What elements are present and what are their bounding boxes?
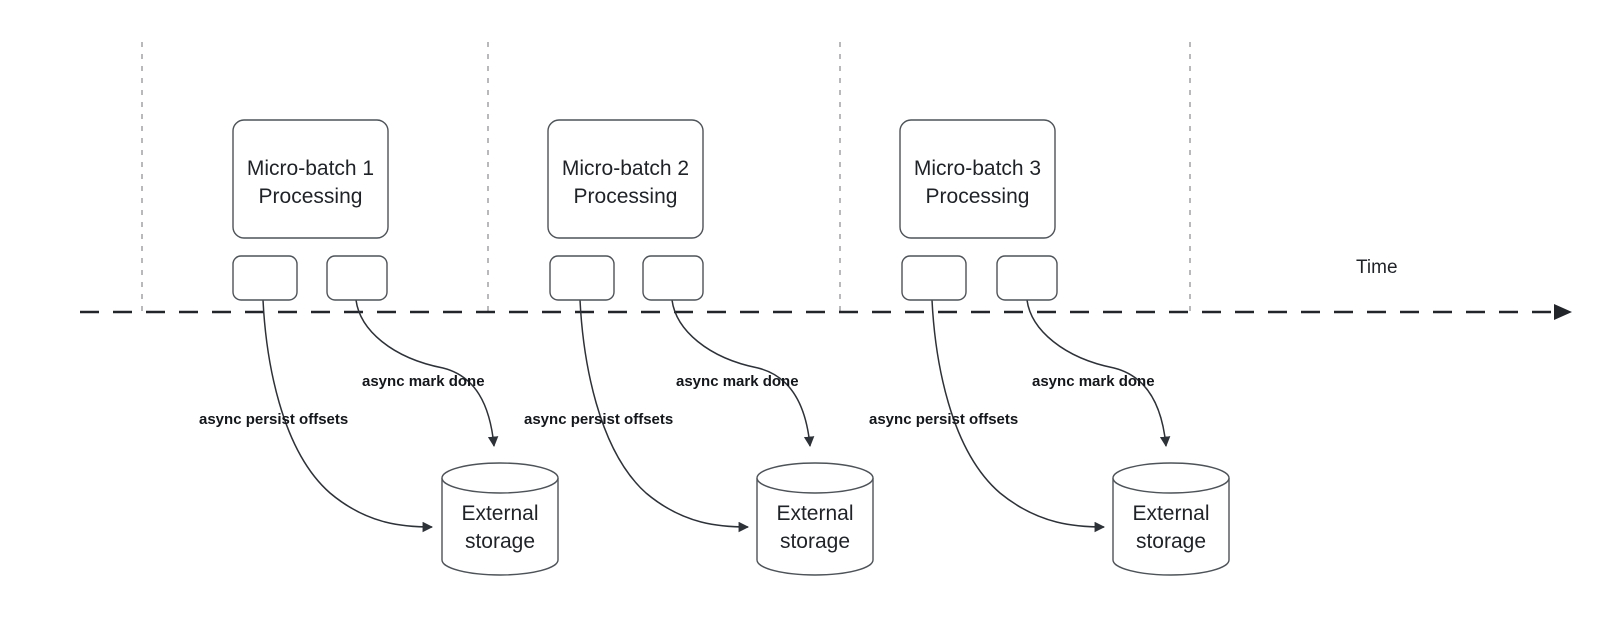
persist-offsets-3-label: async persist offsets (869, 411, 1018, 428)
micro-batch-3-storage-cylinder-top (1112, 477, 1230, 494)
micro-batch-1-title-line2: Processing (259, 185, 363, 208)
micro-batch-3-box[interactable] (899, 119, 1056, 239)
mark-done-3-curve (1026, 299, 1171, 448)
task-1b-box[interactable] (326, 255, 388, 301)
task-2b-box[interactable] (642, 255, 704, 301)
task-1a-box[interactable] (232, 255, 298, 301)
time-axis-label: Time (1356, 257, 1398, 278)
micro-batch-3-storage-label-line1: External (1132, 502, 1209, 525)
mark-done-2-curve (671, 299, 815, 448)
time-axis-group: Time (80, 257, 1572, 320)
flow-edges-group (262, 299, 1171, 533)
micro-batch-3-title-line1: Micro-batch 3 (914, 157, 1041, 180)
micro-batch-2-storage-label-line1: External (776, 502, 853, 525)
micro-batch-1-title-line1: Micro-batch 1 (247, 157, 374, 180)
persist-offsets-1-curve (262, 299, 434, 533)
micro-batch-2-title-line1: Micro-batch 2 (562, 157, 689, 180)
edge-labels-group: async persist offsets async mark done asyn… (199, 373, 1155, 428)
persist-offsets-1-label: async persist offsets (199, 411, 348, 428)
mark-done-1-label: async mark done (362, 373, 485, 390)
micro-batch-3-storage-label-line2: storage (1136, 530, 1206, 553)
mark-done-1-curve (355, 299, 499, 448)
persist-offsets-3-curve (931, 299, 1106, 533)
timeline-tick-group (141, 42, 1191, 315)
micro-batch-1-storage-label-line2: storage (465, 530, 535, 553)
mark-done-2-label: async mark done (676, 373, 799, 390)
micro-batch-2-storage-label-line2: storage (780, 530, 850, 553)
task-3b-box[interactable] (996, 255, 1058, 301)
time-axis-arrowhead (1554, 304, 1572, 320)
micro-batch-2-title-line2: Processing (574, 185, 678, 208)
micro-batch-1-box[interactable] (232, 119, 389, 239)
persist-offsets-2-curve (579, 299, 750, 533)
task-2a-box[interactable] (549, 255, 615, 301)
persist-offsets-2-label: async persist offsets (524, 411, 673, 428)
micro-batch-2-storage-cylinder-top (756, 477, 874, 494)
task-3a-box[interactable] (901, 255, 967, 301)
micro-batch-3-title-line2: Processing (926, 185, 1030, 208)
mark-done-3-label: async mark done (1032, 373, 1155, 390)
micro-batch-1-storage-cylinder-top (441, 477, 559, 494)
micro-batch-1-storage-label-line1: External (461, 502, 538, 525)
micro-batch-2-box[interactable] (547, 119, 704, 239)
